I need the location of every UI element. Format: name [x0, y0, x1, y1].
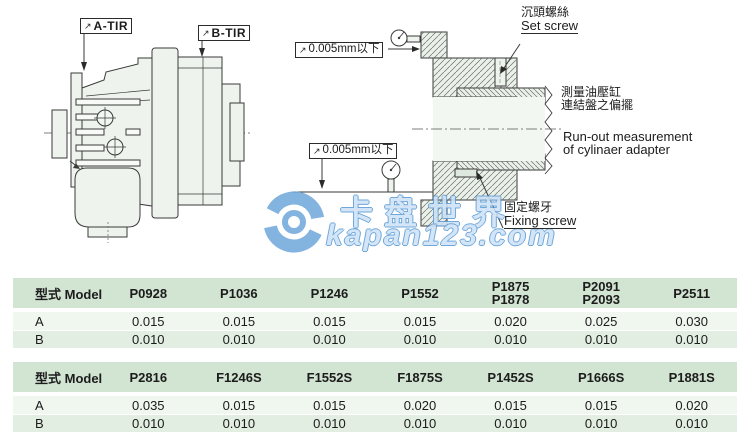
technical-drawings [44, 29, 562, 243]
runout-zh-line1: 測量油壓缸 [561, 85, 622, 99]
table-row: B 0.010 0.010 0.010 0.010 0.010 0.010 0.… [13, 330, 737, 348]
row-label: B [35, 416, 44, 431]
column-header: P1666S [578, 369, 625, 385]
cell-value: 0.015 [584, 397, 618, 413]
cell-value: 0.010 [132, 416, 165, 431]
runout-symbol-icon: ↗ [202, 27, 210, 38]
fixing-screw-detail [454, 168, 478, 178]
cell-value: 0.020 [403, 397, 437, 413]
cell-value: 0.010 [584, 416, 618, 431]
fixing-screw-en: Fixing screw [504, 213, 577, 229]
cell-value: 0.015 [313, 397, 346, 413]
column-header: P1552 [401, 285, 439, 301]
column-header: F1552S [306, 369, 353, 385]
model-header: 型式 Model [35, 286, 103, 302]
cylinder-adapter-section [292, 29, 562, 229]
table-row: B 0.010 0.010 0.010 0.010 0.010 0.010 0.… [13, 414, 737, 432]
fixing-screw-zh: 固定螺牙 [504, 200, 553, 214]
runout-zh-line2: 連結盤之偏擺 [561, 98, 634, 112]
column-header: P1036 [220, 285, 258, 301]
dial-indicator-bottom-icon [381, 160, 401, 193]
set-screw-zh: 沉頭螺絲 [521, 5, 570, 19]
runout-en-line1: Run-out measurement [563, 129, 693, 144]
tolerance-callout-top: ↗ 0.005mm以下 [295, 42, 384, 58]
cell-value: 0.015 [313, 313, 346, 329]
cell-value: 0.015 [494, 397, 527, 413]
cell-value: 0.010 [222, 416, 256, 431]
cell-value: 0.010 [403, 416, 437, 431]
cell-value: 0.015 [132, 313, 165, 329]
runout-symbol-icon: ↗ [299, 44, 307, 55]
cell-value: 0.015 [222, 397, 256, 413]
cell-value: 0.010 [494, 416, 527, 431]
break-line [544, 85, 553, 175]
tolerance-bottom-label: 0.005mm以下 [322, 144, 394, 157]
cell-value: 0.010 [494, 332, 527, 347]
column-header: P1452S [487, 369, 534, 385]
set-screw-en: Set screw [521, 18, 579, 34]
column-header: P1246 [310, 285, 349, 301]
dial-indicator-top-icon [390, 29, 421, 47]
table-1-header-row: 型式 Model P0928 P1036 P1246 P1552 P1875 P… [13, 278, 737, 308]
cell-value: 0.030 [675, 313, 708, 329]
cell-value: 0.010 [313, 332, 346, 347]
cell-value: 0.010 [675, 332, 708, 347]
runout-annotation-zh: 測量油壓缸 連結盤之偏擺 [561, 86, 633, 112]
model-header: 型式 Model [35, 370, 103, 386]
flange-plate [420, 31, 518, 227]
runout-annotation-en: Run-out measurement of cylinaer adapter [563, 130, 692, 156]
column-header: P2511 [673, 285, 711, 301]
column-header: P2091 P2093 [582, 279, 620, 307]
cell-value: 0.010 [313, 416, 346, 431]
row-label: A [35, 313, 44, 329]
spec-table-1: 型式 Model P0928 P1036 P1246 P1552 P1875 P… [13, 278, 737, 348]
table-row: A 0.035 0.015 0.015 0.020 0.015 0.015 0.… [13, 396, 737, 414]
column-header: P1881S [668, 369, 715, 385]
tolerance-top-label: 0.005mm以下 [308, 43, 380, 56]
column-header: P1875 P1878 [491, 279, 530, 307]
row-label: B [35, 332, 44, 347]
b-tir-callout: ↗ B-TIR [198, 25, 251, 41]
b-tir-label: B-TIR [211, 26, 247, 40]
table-row: A 0.015 0.015 0.015 0.015 0.020 0.025 0.… [13, 312, 737, 330]
a-tir-callout: ↗ A-TIR [80, 18, 133, 34]
cell-value: 0.010 [403, 332, 437, 347]
spec-tables: 型式 Model P0928 P1036 P1246 P1552 P1875 P… [13, 278, 737, 432]
table-gap [13, 308, 737, 312]
cell-value: 0.020 [494, 313, 527, 329]
fixing-screw-annotation: 固定螺牙 Fixing screw [504, 200, 577, 229]
chuck-side-view [44, 33, 252, 243]
a-tir-label: A-TIR [93, 19, 129, 33]
cell-value: 0.010 [222, 332, 256, 347]
row-label: A [35, 397, 44, 413]
column-header: F1246S [216, 369, 262, 385]
tolerance-callout-bottom: ↗ 0.005mm以下 [309, 143, 398, 159]
cell-value: 0.015 [403, 313, 437, 329]
column-header: P0928 [129, 285, 168, 301]
runout-en-line2: of cylinaer adapter [563, 142, 670, 157]
cell-value: 0.035 [132, 397, 165, 413]
cell-value: 0.010 [675, 416, 708, 431]
table-separator [13, 348, 737, 362]
runout-symbol-icon: ↗ [313, 145, 321, 156]
table-2-header-row: 型式 Model P2816 F1246S F1552S F1875S P145… [13, 362, 737, 392]
column-header: P2816 [129, 369, 168, 385]
cell-value: 0.010 [132, 332, 165, 347]
table-gap [13, 392, 737, 396]
set-screw-annotation: 沉頭螺絲 Set screw [521, 5, 579, 34]
column-header: F1875S [397, 369, 443, 385]
cell-value: 0.025 [584, 313, 618, 329]
spec-table-2: 型式 Model P2816 F1246S F1552S F1875S P145… [13, 362, 737, 432]
cell-value: 0.010 [584, 332, 618, 347]
cell-value: 0.015 [222, 313, 256, 329]
runout-symbol-icon: ↗ [84, 20, 92, 31]
cell-value: 0.020 [675, 397, 708, 413]
